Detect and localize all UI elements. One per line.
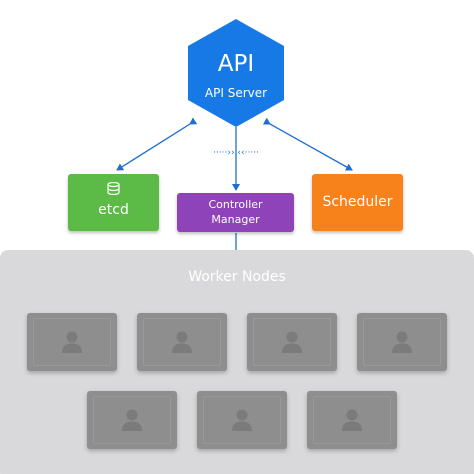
- scheduler-box: Scheduler: [312, 174, 403, 231]
- person-icon: [282, 331, 302, 353]
- person-icon: [392, 331, 412, 353]
- dotted-exchange-indicator: ·····›› ‹‹·····: [213, 148, 259, 158]
- worker-node-card: [137, 313, 227, 371]
- api-server-hexagon: [188, 19, 284, 127]
- person-icon: [232, 409, 252, 431]
- database-icon: [107, 182, 120, 195]
- controller-manager-label-line1: Controller: [208, 198, 263, 211]
- worker-node-card: [247, 313, 337, 371]
- worker-node-card: [27, 313, 117, 371]
- person-icon: [342, 409, 362, 431]
- etcd-label: etcd: [98, 202, 129, 218]
- controller-manager-label-line2: Manager: [211, 213, 260, 226]
- api-scheduler-connector: [262, 117, 353, 171]
- person-icon: [172, 331, 192, 353]
- api-server-label: API Server: [204, 86, 268, 100]
- worker-node-card: [87, 391, 177, 449]
- api-title: API: [217, 51, 255, 77]
- scheduler-label: Scheduler: [322, 194, 393, 210]
- api-etcd-connector: [116, 117, 198, 171]
- worker-node-card: [307, 391, 397, 449]
- person-icon: [62, 331, 82, 353]
- worker-node-card: [197, 391, 287, 449]
- controller-manager-label: Controller Manager: [183, 197, 288, 227]
- worker-node-card: [357, 313, 447, 371]
- etcd-box: etcd: [68, 174, 159, 231]
- person-icon: [122, 409, 142, 431]
- worker-nodes-title: Worker Nodes: [188, 269, 286, 285]
- controller-manager-box: Controller Manager: [177, 193, 294, 232]
